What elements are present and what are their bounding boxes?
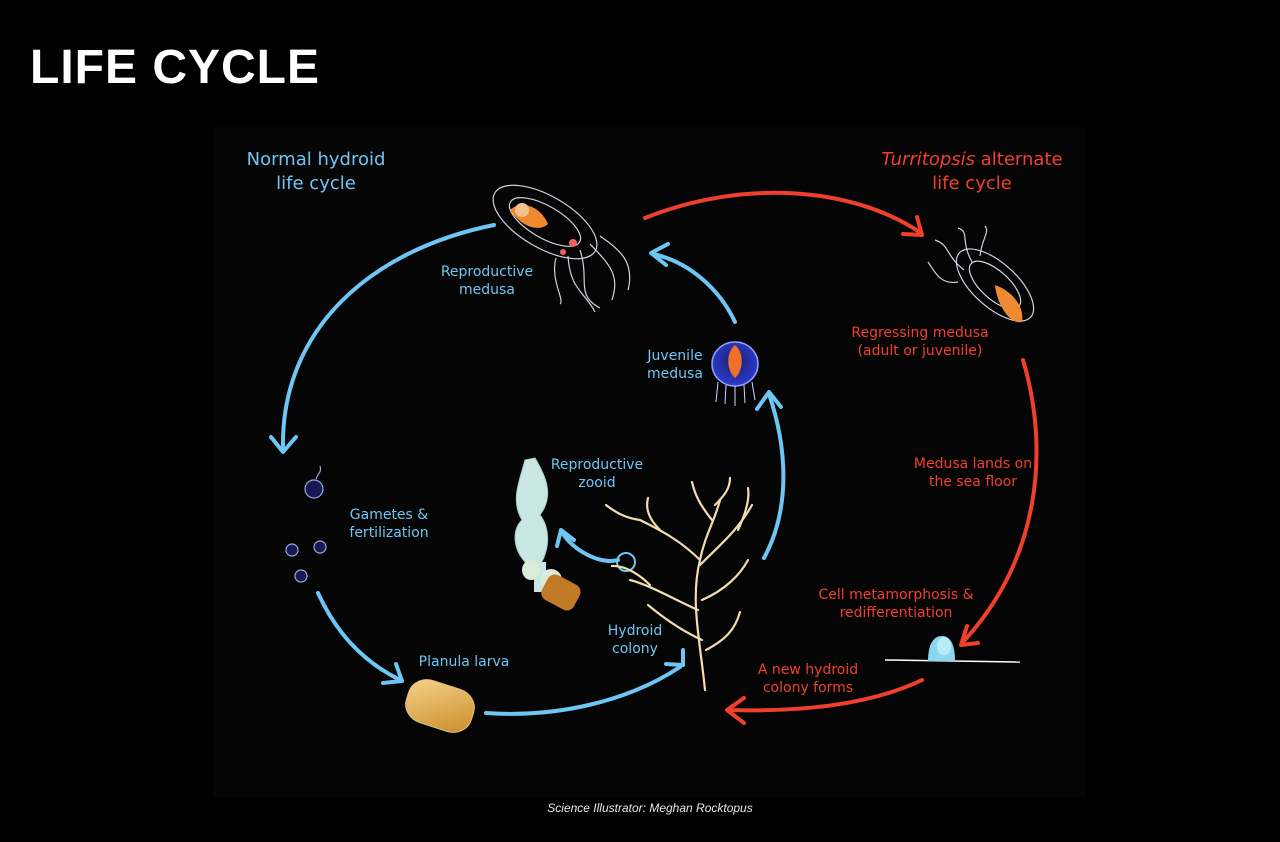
label-cell-metamorphosis: Cell metamorphosis & redifferentiation bbox=[806, 586, 986, 622]
label-line: Cell metamorphosis & bbox=[818, 587, 974, 603]
arrow-gametes-to-planula bbox=[316, 591, 402, 682]
arrowhead-gametes bbox=[269, 435, 298, 454]
arrowhead-medusa bbox=[649, 242, 670, 267]
arrowhead-planula bbox=[381, 662, 404, 685]
label-line: redifferentiation bbox=[839, 605, 953, 621]
arrowhead-juvenile bbox=[755, 390, 783, 411]
normal-cycle-heading: Normal hydroid life cycle bbox=[236, 148, 396, 196]
label-reproductive-zooid: Reproductive zooid bbox=[538, 456, 656, 492]
arrow-colony-to-zooid bbox=[560, 530, 620, 563]
arrow-juvenile-to-medusa bbox=[651, 252, 737, 324]
illustrator-credit: Science Illustrator: Meghan Rocktopus bbox=[547, 801, 753, 815]
label-juvenile-medusa: Juvenile medusa bbox=[635, 347, 715, 383]
page-title: LIFE CYCLE bbox=[30, 41, 321, 94]
arrowhead-polyp bbox=[959, 624, 980, 647]
arrowhead-new-colony bbox=[725, 696, 746, 725]
alternate-cycle-heading: Turritopsis alternate life cycle bbox=[872, 148, 1072, 196]
turritopsis-name: Turritopsis bbox=[881, 149, 976, 170]
medusa-icon bbox=[492, 184, 631, 313]
label-line: A new hydroid bbox=[757, 662, 859, 678]
label-line: the sea floor bbox=[928, 474, 1018, 490]
label-hydroid-colony: Hydroid colony bbox=[595, 622, 675, 658]
alternate-heading-line2: life cycle bbox=[932, 173, 1012, 194]
arrowhead-regressing bbox=[901, 215, 924, 237]
label-line: Hydroid bbox=[607, 623, 663, 639]
label-line: colony forms bbox=[762, 680, 854, 696]
label-medusa-lands: Medusa lands on the sea floor bbox=[900, 455, 1046, 491]
arrow-medusa-to-regressing bbox=[643, 190, 923, 235]
label-line: Reproductive bbox=[440, 264, 534, 280]
label-new-hydroid-colony: A new hydroid colony forms bbox=[745, 661, 871, 697]
normal-heading-line2: life cycle bbox=[276, 173, 356, 194]
arrowhead-colony bbox=[664, 648, 685, 667]
arrow-medusa-to-gametes bbox=[280, 223, 496, 452]
label-line: Regressing medusa bbox=[851, 325, 989, 341]
arrow-colony-to-juvenile bbox=[762, 392, 786, 560]
alternate-heading-rest: alternate bbox=[975, 149, 1063, 170]
label-planula-larva: Planula larva bbox=[404, 653, 524, 671]
planula-larva-icon bbox=[405, 679, 475, 733]
gamete-icon bbox=[285, 465, 327, 583]
label-line: Gametes & bbox=[349, 507, 429, 523]
zooid-icon bbox=[514, 457, 581, 611]
label-line: medusa bbox=[647, 366, 703, 382]
label-line: medusa bbox=[459, 282, 515, 298]
arrow-polyp-to-new-colony bbox=[726, 678, 924, 713]
label-line: fertilization bbox=[349, 525, 429, 541]
label-line: colony bbox=[612, 641, 658, 657]
juvenile-medusa-icon bbox=[711, 341, 759, 406]
arrowhead-zooid bbox=[555, 528, 576, 548]
label-line: Juvenile bbox=[647, 348, 703, 364]
label-regressing-medusa: Regressing medusa (adult or juvenile) bbox=[830, 324, 1010, 360]
label-line: Planula larva bbox=[418, 654, 510, 670]
alternate-heading-line1: Turritopsis alternate bbox=[872, 148, 1072, 172]
label-reproductive-medusa: Reproductive medusa bbox=[422, 263, 552, 299]
medusa-icon bbox=[927, 225, 1035, 323]
label-line: Reproductive bbox=[550, 457, 644, 473]
hydroid-colony-icon bbox=[604, 476, 754, 692]
zooid-highlight-circle bbox=[616, 552, 636, 572]
label-gametes: Gametes & fertilization bbox=[334, 506, 444, 542]
label-line: zooid bbox=[578, 475, 616, 491]
label-line: Medusa lands on bbox=[913, 456, 1033, 472]
arrow-regressing-to-polyp bbox=[960, 358, 1039, 645]
label-line: (adult or juvenile) bbox=[857, 343, 983, 359]
polyp-icon bbox=[884, 636, 1021, 663]
normal-heading-line1: Normal hydroid bbox=[246, 149, 386, 170]
arrow-planula-to-colony bbox=[484, 665, 682, 716]
